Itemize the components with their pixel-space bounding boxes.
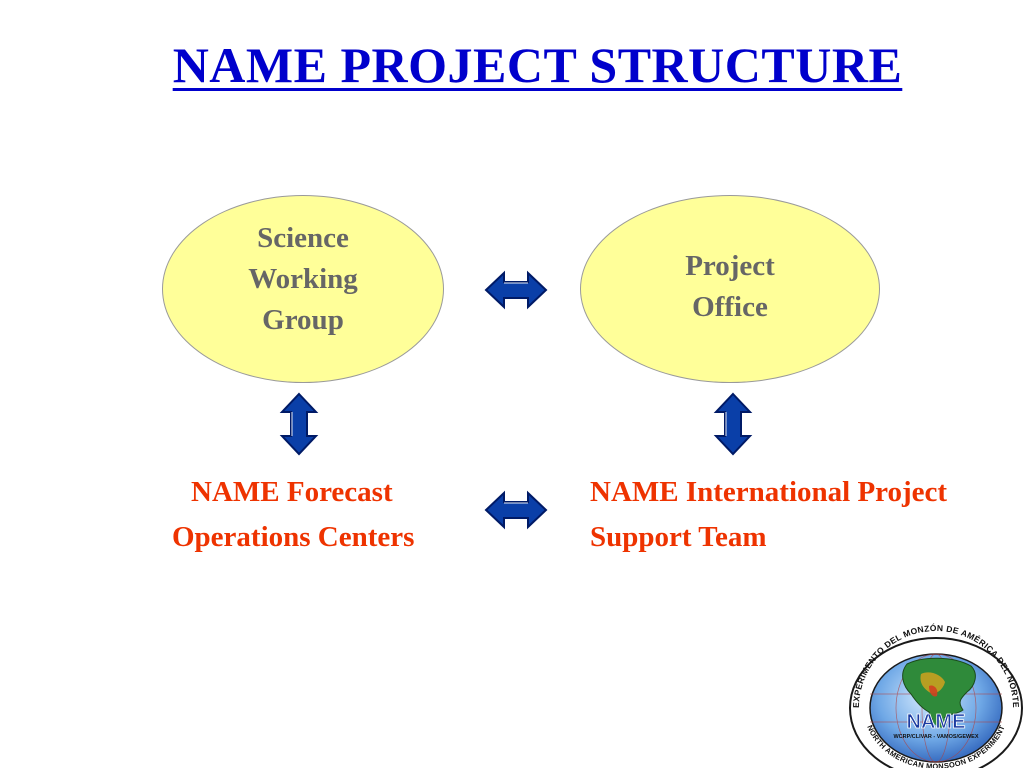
name-logo: EXPERIMENTO DEL MONZÓN DE AMÉRICA DEL NO… xyxy=(849,622,1023,768)
support-team-line2: Support Team xyxy=(590,521,767,553)
horizontal-double-arrow-bottom xyxy=(484,490,548,530)
page-title: NAME PROJECT STRUCTURE xyxy=(172,37,903,93)
logo-name-text: NAME xyxy=(907,711,966,733)
vertical-double-arrow-left xyxy=(279,392,319,456)
project-office-node: Project Office xyxy=(580,195,880,383)
horizontal-double-arrow-top xyxy=(484,270,548,310)
project-office-label: Project Office xyxy=(685,249,775,323)
forecast-centers-line1: NAME Forecast xyxy=(191,476,393,508)
forecast-centers-line2: Operations Centers xyxy=(172,521,415,553)
science-working-group-node: Science Working Group xyxy=(162,195,444,383)
vertical-double-arrow-right xyxy=(713,392,753,456)
science-working-group-label: Science Working Group xyxy=(248,221,358,336)
logo-sub-text: WCRP/CLIVAR - VAMOS/GEWEX xyxy=(893,734,978,740)
support-team-line1: NAME International Project xyxy=(590,476,948,508)
